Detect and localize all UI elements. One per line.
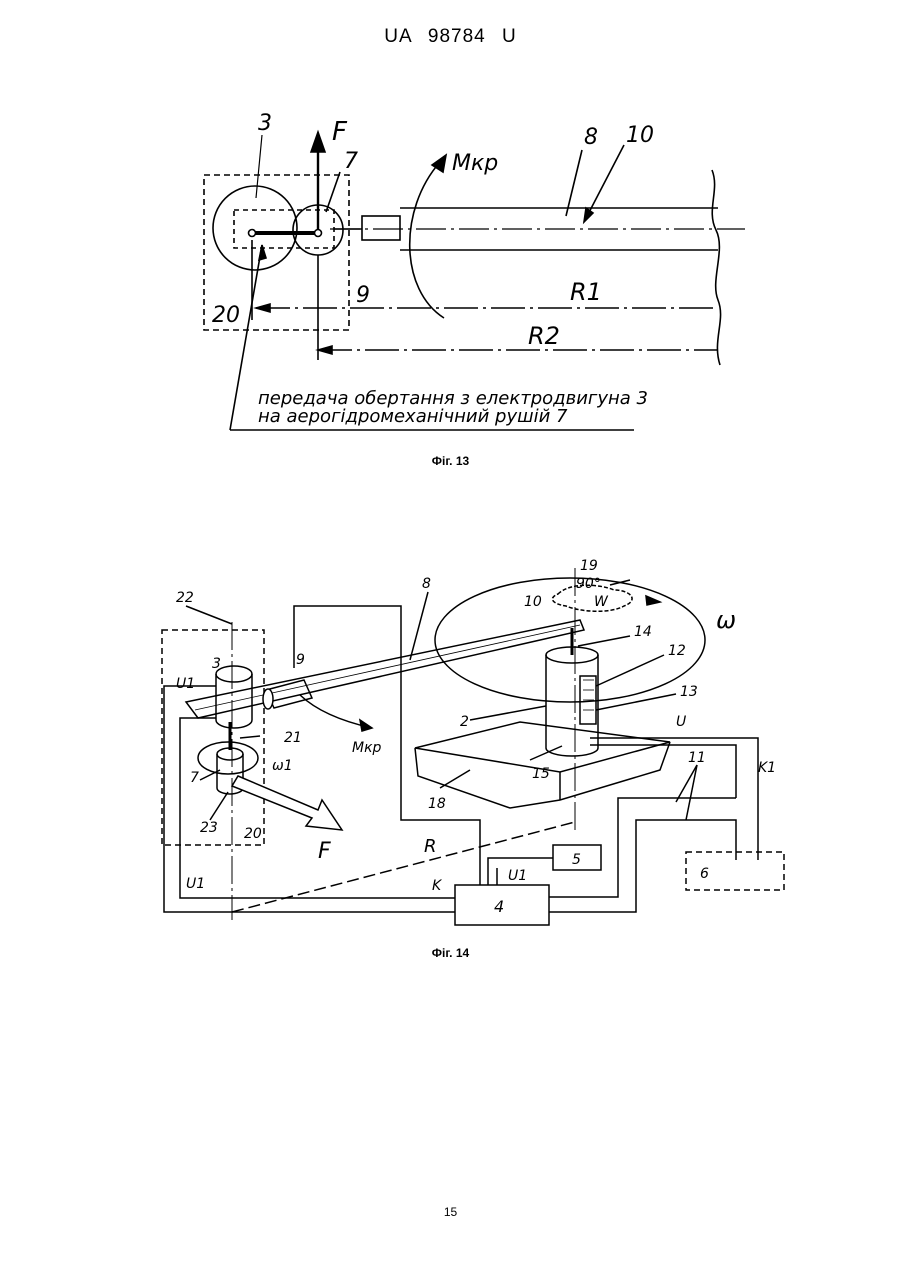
fig14-label-U: U — [676, 714, 686, 730]
fig14-label-13: 13 — [680, 684, 698, 700]
rotation-ellipse — [435, 578, 705, 702]
fig14-label-omega: ω — [716, 606, 736, 634]
fig14-label-22: 22 — [176, 590, 194, 606]
fig14-label-12: 12 — [668, 643, 686, 659]
fig14-label-21: 21 — [284, 730, 302, 746]
fig14-label-R: R — [424, 836, 437, 857]
fig14-label-U1-bottom: U1 — [186, 876, 205, 892]
fig14-label-11: 11 — [688, 750, 706, 766]
fig14-label-4: 4 — [494, 897, 504, 916]
fig14-label-90deg: 90° — [576, 576, 601, 592]
fig14-label-10: 10 — [524, 594, 542, 610]
fig14-label-2: 2 — [460, 714, 469, 730]
fig14-label-6: 6 — [700, 866, 709, 882]
fig14-label-F: F — [318, 839, 331, 864]
fig14-label-18: 18 — [428, 796, 446, 812]
fig14-label-14: 14 — [634, 624, 652, 640]
beam-8 — [186, 620, 584, 718]
fig14-label-K: K — [432, 878, 443, 894]
fig14-label-W: W — [594, 594, 609, 610]
fig14-label-U1-left: U1 — [176, 676, 195, 692]
fig14-label-23: 23 — [200, 820, 218, 836]
fig14-label-9: 9 — [296, 652, 305, 668]
figure-14-drawing: 22 8 19 90° W 10 ω 14 12 13 3 U1 9 21 Mк… — [0, 0, 901, 960]
fig14-label-Mkr: Mкр — [352, 740, 382, 756]
fig14-label-3: 3 — [212, 656, 221, 672]
fig14-label-15: 15 — [532, 766, 550, 782]
fig14-label-K1: K1 — [758, 760, 776, 776]
figure-14-caption: Фіг. 14 — [0, 946, 901, 960]
fig14-label-7: 7 — [190, 770, 199, 786]
page-number: 15 — [0, 1205, 901, 1219]
fig14-label-U1-mid: U1 — [508, 868, 527, 884]
fig14-label-omega1: ω1 — [272, 758, 293, 774]
fig14-label-8: 8 — [422, 576, 431, 592]
fig14-label-19: 19 — [580, 558, 598, 574]
fig14-label-20: 20 — [244, 826, 262, 842]
fig14-label-5: 5 — [572, 852, 581, 868]
